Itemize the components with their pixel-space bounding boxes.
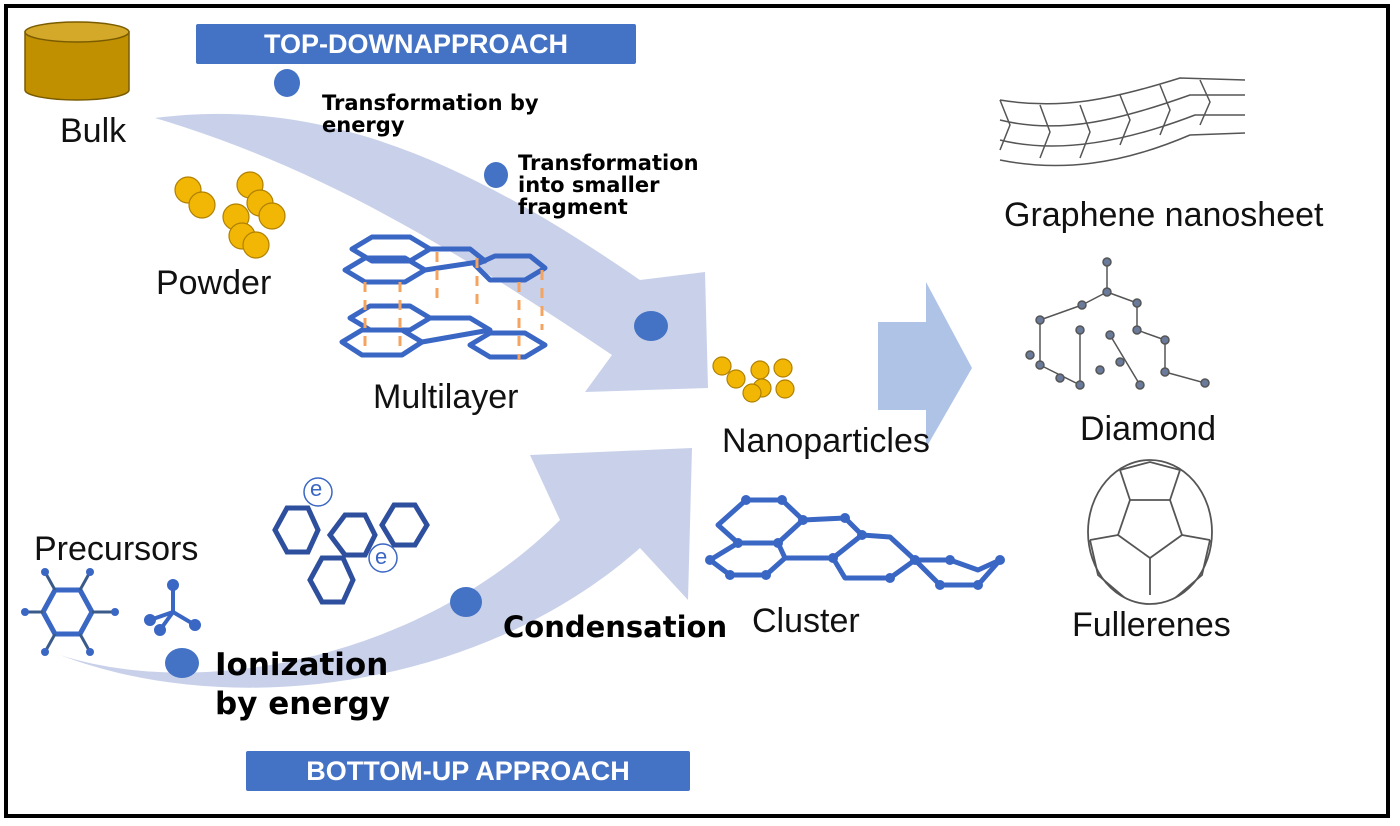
nanoparticles-label: Nanoparticles: [722, 422, 930, 460]
step-line: Transformation by: [322, 91, 539, 115]
electron-label-1: e: [310, 476, 323, 501]
precursor-tetrahedral-icon: [144, 579, 201, 636]
multilayer-label: Multilayer: [373, 378, 519, 416]
nanoparticles-spheres-icon: [712, 356, 795, 403]
top-down-arrow: [155, 113, 708, 392]
graphene-nanosheet-icon: [999, 77, 1246, 167]
step-dots: [165, 69, 668, 678]
step-line: Condensation: [503, 610, 728, 644]
step-line: into smaller: [518, 173, 660, 198]
bottom-up-banner: BOTTOM-UP APPROACH: [246, 751, 690, 791]
right-arrow: [878, 282, 972, 448]
top-down-banner: TOP-DOWNAPPROACH: [196, 24, 636, 64]
multilayer-graphene-icon: [339, 234, 548, 360]
diamond-label: Diamond: [1080, 410, 1217, 448]
step-condensation: Condensation: [503, 610, 728, 644]
bottom-up-arrow: [60, 448, 692, 688]
step-line: by energy: [215, 685, 390, 722]
step-ionization-by-energy: Ionization by energy: [215, 646, 390, 724]
step-transformation-smaller-fragment: Transformation into smaller fragment: [518, 152, 699, 218]
powder-spheres-icon: [174, 171, 286, 259]
powder-label: Powder: [156, 264, 272, 302]
fullerene-icon: [1087, 459, 1213, 605]
step-dot-1: [274, 69, 300, 97]
cluster-graphene-icon: [705, 495, 1005, 590]
step-line: Transformation: [518, 151, 699, 175]
ionized-rings-icon: [272, 477, 430, 605]
step-transformation-by-energy: Transformation by energy: [322, 92, 539, 136]
precursors-label: Precursors: [34, 530, 199, 568]
step-line: energy: [322, 113, 405, 138]
step-line: Ionization: [215, 647, 389, 683]
electron-label-2: e: [375, 544, 388, 569]
step-dot-4: [450, 587, 482, 617]
step-dot-3: [634, 311, 668, 341]
diamond-lattice-icon: [1025, 257, 1210, 390]
precursor-benzene-icon: [21, 568, 119, 656]
graphene-nanosheet-label: Graphene nanosheet: [1004, 196, 1324, 234]
bulk-label: Bulk: [60, 112, 127, 150]
cluster-label: Cluster: [752, 602, 860, 640]
step-line: fragment: [518, 195, 628, 220]
fullerenes-label: Fullerenes: [1072, 606, 1231, 644]
bulk-cylinder-icon: [24, 21, 130, 101]
step-dot-5: [165, 648, 199, 678]
step-dot-2: [484, 162, 508, 188]
